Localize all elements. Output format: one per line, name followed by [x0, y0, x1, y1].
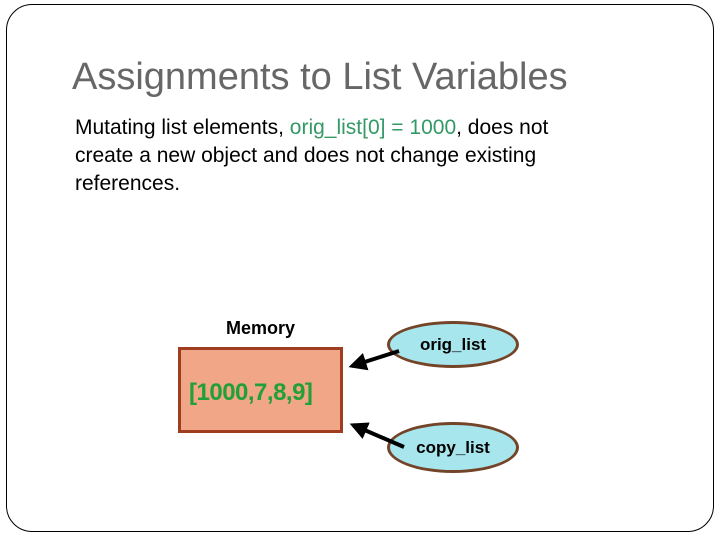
list-value-text: [1000,7,8,9] [189, 379, 313, 406]
body-text-segment: Mutating list elements, [75, 116, 290, 139]
inline-code-assignment: orig_list[0] = 1000 [289, 116, 457, 139]
body-text-segment: create a new object and does not change … [75, 144, 537, 167]
body-text-segment: references. [75, 172, 181, 195]
slide-title: Assignments to List Variables [72, 56, 568, 98]
copy-list-node: copy_list [387, 422, 519, 473]
body-paragraph: Mutating list elements, orig_list[0] = 1… [75, 114, 635, 198]
orig-list-node: orig_list [387, 321, 519, 368]
body-text-segment: , does not [456, 116, 549, 139]
copy-list-label: copy_list [416, 437, 490, 457]
memory-box: [1000,7,8,9] [178, 347, 343, 433]
orig-list-label: orig_list [419, 334, 487, 354]
memory-label: Memory [225, 318, 296, 338]
